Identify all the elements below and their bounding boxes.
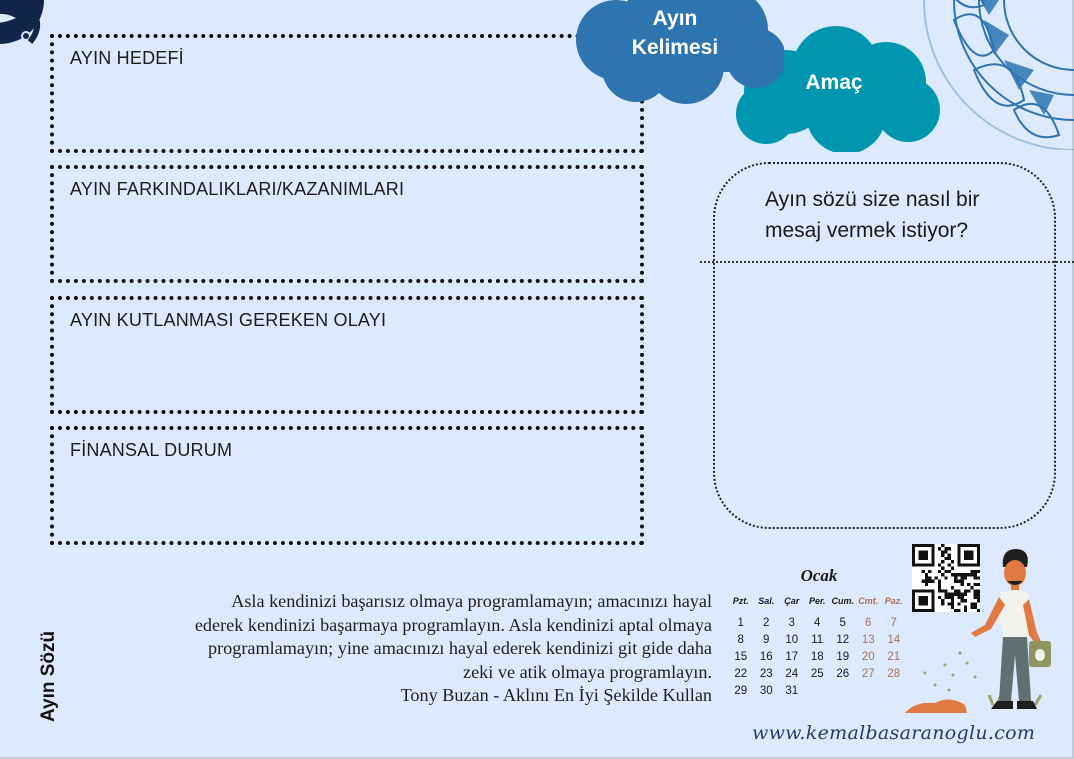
calendar-day	[881, 684, 907, 699]
calendar-weekday: Per.	[808, 596, 826, 606]
cloud-goal: Amaç	[726, 22, 942, 152]
website-link[interactable]: www.kemalbasaranoglu.com	[752, 722, 1036, 744]
question-card[interactable]: Ayın sözü size nasıl bir mesaj vermek is…	[713, 162, 1056, 529]
calendar-day: 4	[814, 617, 821, 629]
calendar-day: 10	[785, 634, 799, 646]
calendar-day: 24	[785, 668, 799, 680]
calendar-day: 3	[788, 617, 795, 629]
calendar-weekday: Paz.	[884, 596, 903, 606]
calendar-weekday: Cmt.	[858, 596, 879, 606]
calendar-day: 15	[734, 651, 748, 663]
calendar-day: 9	[763, 634, 770, 646]
question-divider	[700, 261, 1074, 263]
cloud-word-line2: Kelimesi	[631, 36, 719, 59]
quote-block: Asla kendinizi başarısız olmaya programl…	[80, 590, 712, 708]
cloud-goal-label: Amaç	[805, 71, 863, 94]
calendar-weekday: Cum.	[831, 596, 855, 606]
quote-line: ederek kendinizi başarmaya programlayın.…	[194, 614, 712, 635]
section-label: AYIN FARKINDALIKLARI/KAZANIMLARI	[70, 179, 405, 199]
calendar-day: 27	[861, 668, 875, 680]
calendar-weekday: Çar	[784, 596, 800, 606]
cloud-shape	[576, 0, 784, 104]
calendar-day: 2	[763, 617, 770, 629]
section-label: AYIN HEDEFİ	[70, 48, 184, 68]
qr-code-icon[interactable]	[912, 544, 980, 612]
quote-line: zeki ve atik olmaya programlayın.	[463, 661, 712, 682]
section-monthly-awareness[interactable]: AYIN FARKINDALIKLARI/KAZANIMLARI	[50, 165, 644, 283]
section-financial-status[interactable]: FİNANSAL DURUM	[50, 426, 644, 545]
calendar-day: 5	[839, 617, 846, 629]
calendar-day: 1	[737, 617, 744, 629]
calendar-day: 31	[785, 685, 799, 697]
calendar-month: Ocak	[800, 566, 838, 585]
calendar-day: 7	[890, 617, 897, 629]
calendar-day: 25	[810, 668, 824, 680]
calendar-day	[830, 684, 856, 699]
section-label: AYIN KUTLANMASI GEREKEN OLAYI	[70, 310, 387, 330]
calendar-day: 22	[734, 668, 748, 680]
calendar-day: 20	[861, 651, 875, 663]
calendar-day: 26	[836, 668, 850, 680]
question-line1: Ayın sözü size nasıl bir	[765, 188, 980, 211]
calendar-day: 19	[836, 651, 850, 663]
quote-side-label: Ayın Sözü	[38, 630, 59, 722]
calendar-day: 21	[887, 651, 901, 663]
cloud-word-line1: Ayın	[652, 7, 698, 30]
section-label: FİNANSAL DURUM	[70, 440, 233, 460]
calendar-day: 11	[811, 634, 824, 646]
calendar-day: 28	[887, 668, 901, 680]
calendar-day	[856, 684, 882, 699]
calendar-weekday: Sal.	[758, 596, 775, 606]
cloud-shape	[736, 26, 940, 152]
page-edge-bottom	[0, 757, 1074, 759]
calendar-day: 8	[737, 634, 744, 646]
cloud-word-label: Ayın Kelimesi	[566, 4, 784, 62]
section-monthly-celebration[interactable]: AYIN KUTLANMASI GEREKEN OLAYI	[50, 296, 644, 414]
calendar-day: 16	[759, 651, 773, 663]
quote-author: Tony Buzan - Aklını En İyi Şekilde Kulla…	[400, 685, 712, 705]
mandala-dark-icon	[0, 0, 44, 44]
question-text: Ayın sözü size nasıl bir mesaj vermek is…	[765, 184, 1025, 246]
calendar-day: 30	[759, 685, 773, 697]
calendar-day: 17	[785, 651, 799, 663]
calendar-weekday: Pzt.	[732, 596, 749, 606]
calendar-day: 29	[734, 685, 748, 697]
quote-line: Asla kendinizi başarısız olmaya programl…	[231, 591, 712, 611]
mandala-blue-icon	[923, 0, 1074, 150]
calendar-day: 23	[759, 668, 773, 680]
cloud-word-of-month: Ayın Kelimesi	[566, 0, 784, 106]
calendar-day: 13	[861, 634, 875, 646]
page-edge-right	[1072, 0, 1074, 759]
person-sowing-seeds-illustration	[905, 549, 1051, 713]
calendar-day: 18	[810, 651, 824, 663]
calendar-day: 14	[887, 634, 901, 646]
quote-line: programlamayın; yine amacınızı hayal ede…	[207, 638, 712, 658]
calendar-day	[805, 684, 831, 699]
section-monthly-goal[interactable]: AYIN HEDEFİ	[50, 34, 644, 153]
question-line2: mesaj vermek istiyor?	[765, 219, 969, 242]
calendar-day: 12	[836, 634, 850, 646]
calendar-day: 6	[865, 617, 872, 629]
